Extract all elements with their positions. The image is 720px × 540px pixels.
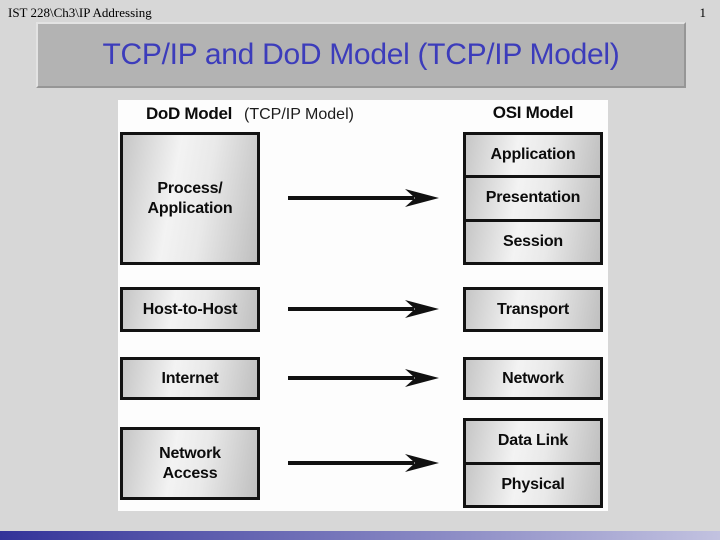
slide-number: 1 — [699, 5, 707, 20]
osi-layer-session: Session — [466, 221, 600, 262]
arrow-icon — [288, 369, 439, 387]
diagram-panel: DoD Model (TCP/IP Model) OSI Model Proce… — [118, 100, 608, 511]
dod-layer-host-to-host: Host-to-Host — [120, 287, 260, 332]
osi-group-lower-layers: Data Link Physical — [463, 418, 603, 508]
tcpip-model-label: (TCP/IP Model) — [244, 106, 354, 123]
dod-layer-network-access: Network Access — [120, 427, 260, 500]
osi-layer-network: Network — [463, 357, 603, 400]
osi-group-upper-layers: Application Presentation Session — [463, 132, 603, 265]
osi-layer-physical: Physical — [466, 464, 600, 505]
osi-layer-data-link: Data Link — [466, 421, 600, 465]
arrow-icon — [288, 300, 439, 318]
arrow-icon — [288, 454, 439, 472]
dod-layer-process-application: Process/ Application — [120, 132, 260, 265]
osi-model-header: OSI Model — [492, 103, 574, 122]
osi-layer-presentation: Presentation — [466, 178, 600, 222]
osi-layer-application: Application — [466, 135, 600, 179]
slide-title: TCP/IP and DoD Model (TCP/IP Model) — [102, 38, 620, 71]
dod-layer-internet: Internet — [120, 357, 260, 400]
header-breadcrumb: IST 228\Ch3\IP Addressing — [8, 5, 152, 20]
title-box: TCP/IP and DoD Model (TCP/IP Model) — [36, 22, 686, 88]
arrow-icon — [288, 189, 439, 207]
bottom-accent-bar — [0, 531, 720, 540]
dod-model-header: DoD Model — [145, 104, 233, 123]
osi-layer-transport: Transport — [463, 287, 603, 332]
